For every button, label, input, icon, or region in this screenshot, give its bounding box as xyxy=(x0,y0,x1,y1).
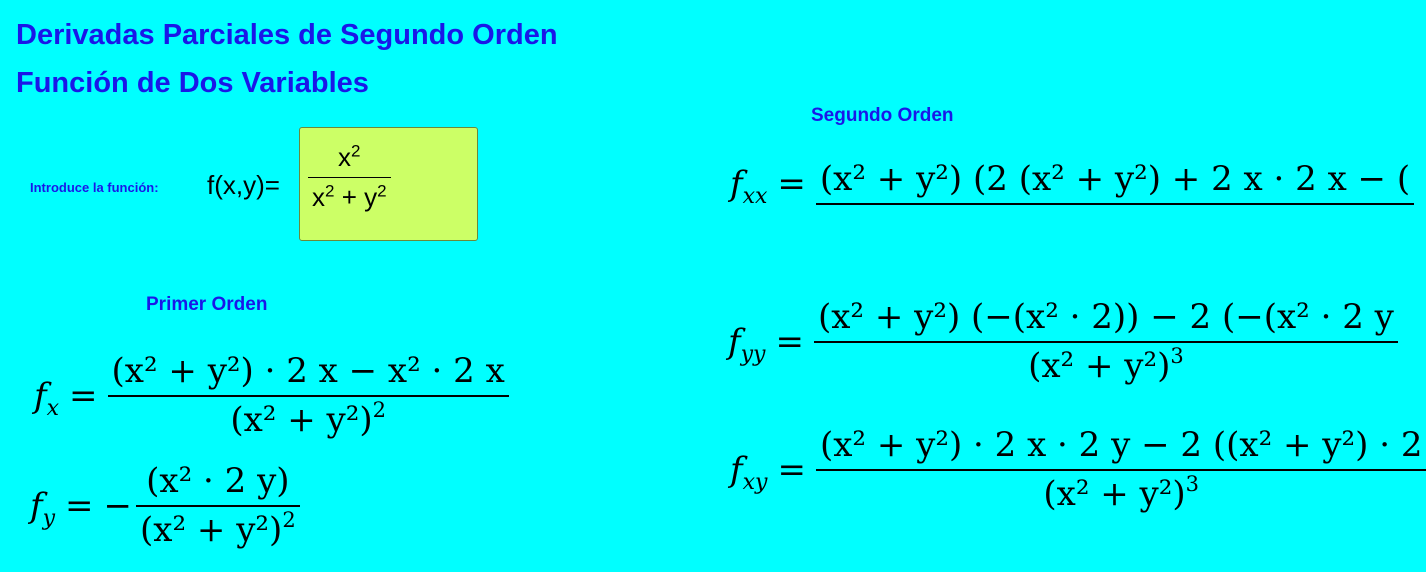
equals-sign: = xyxy=(775,321,804,362)
formula-fy: fy = − (x² · 2 y) (x² + y²)2 xyxy=(30,461,300,550)
fx-fraction: (x² + y²) · 2 x − x² · 2 x (x² + y²)2 xyxy=(107,351,509,440)
fxy-fraction: (x² + y²) · 2 x · 2 y − 2 ((x² + y²) · 2… xyxy=(815,425,1426,514)
title-line-2: Función de Dos Variables xyxy=(16,67,369,99)
equals-sign: = xyxy=(777,449,806,490)
formula-fyy: fyy = (x² + y²) (−(x² · 2)) − 2 (−(x² · … xyxy=(728,297,1398,386)
input-fraction-bar xyxy=(308,177,391,178)
equals-sign: = xyxy=(777,164,806,205)
fyy-numerator: (x² + y²) (−(x² · 2)) − 2 (−(x² · 2 y xyxy=(817,297,1394,337)
fy-sign: − xyxy=(103,485,133,526)
fyy-fraction: (x² + y²) (−(x² · 2)) − 2 (−(x² · 2 y (x… xyxy=(813,297,1398,386)
fxy-denominator: (x² + y²)3 xyxy=(1043,471,1200,514)
equals-sign: = xyxy=(69,375,98,416)
second-order-region: fxx = (x² + y²) (2 (x² + y²) + 2 x · 2 x… xyxy=(700,150,1426,572)
fy-denominator: (x² + y²)2 xyxy=(140,507,296,550)
fxy-lhs: fxy xyxy=(730,449,768,495)
formula-fxx: fxx = (x² + y²) (2 (x² + y²) + 2 x · 2 x… xyxy=(730,159,1415,210)
fxx-fraction-bar xyxy=(815,203,1415,205)
segundo-orden-heading: Segundo Orden xyxy=(811,105,954,126)
fx-lhs: fx xyxy=(34,375,60,421)
formula-fx: fx = (x² + y²) · 2 x − x² · 2 x (x² + y²… xyxy=(34,351,509,440)
input-fraction: x2 x2 + y2 xyxy=(308,142,391,213)
fx-denominator: (x² + y²)2 xyxy=(230,397,386,440)
fxx-fraction: (x² + y²) (2 (x² + y²) + 2 x · 2 x − ( xyxy=(815,159,1415,209)
fxy-fraction-bar xyxy=(815,469,1426,471)
input-numerator: x2 xyxy=(338,141,361,172)
primer-orden-heading: Primer Orden xyxy=(146,294,268,315)
fxx-numerator: (x² + y²) (2 (x² + y²) + 2 x · 2 x − ( xyxy=(819,159,1411,199)
fx-numerator: (x² + y²) · 2 x − x² · 2 x xyxy=(111,351,505,391)
fy-fraction-bar xyxy=(136,505,300,507)
formula-fxy: fxy = (x² + y²) · 2 x · 2 y − 2 ((x² + y… xyxy=(730,425,1426,514)
fxx-lhs: fxx xyxy=(730,164,768,210)
equals-sign: = xyxy=(65,485,94,526)
input-denominator: x2 + y2 xyxy=(312,181,387,212)
title-line-1: Derivadas Parciales de Segundo Orden xyxy=(16,19,558,51)
fx-fraction-bar xyxy=(107,395,509,397)
fyy-denominator: (x² + y²)3 xyxy=(1028,343,1184,386)
function-input-label: Introduce la función: xyxy=(30,180,159,195)
fy-numerator: (x² · 2 y) xyxy=(146,461,290,501)
fyy-fraction-bar xyxy=(813,341,1398,343)
function-prefix: f(x,y)= xyxy=(207,170,280,200)
fy-lhs: fy xyxy=(30,485,56,531)
function-input-box[interactable]: x2 x2 + y2 xyxy=(299,127,478,241)
fxy-numerator: (x² + y²) · 2 x · 2 y − 2 ((x² + y²) · 2 xyxy=(819,425,1423,465)
fy-fraction: (x² · 2 y) (x² + y²)2 xyxy=(136,461,300,550)
fyy-lhs: fyy xyxy=(728,321,766,367)
